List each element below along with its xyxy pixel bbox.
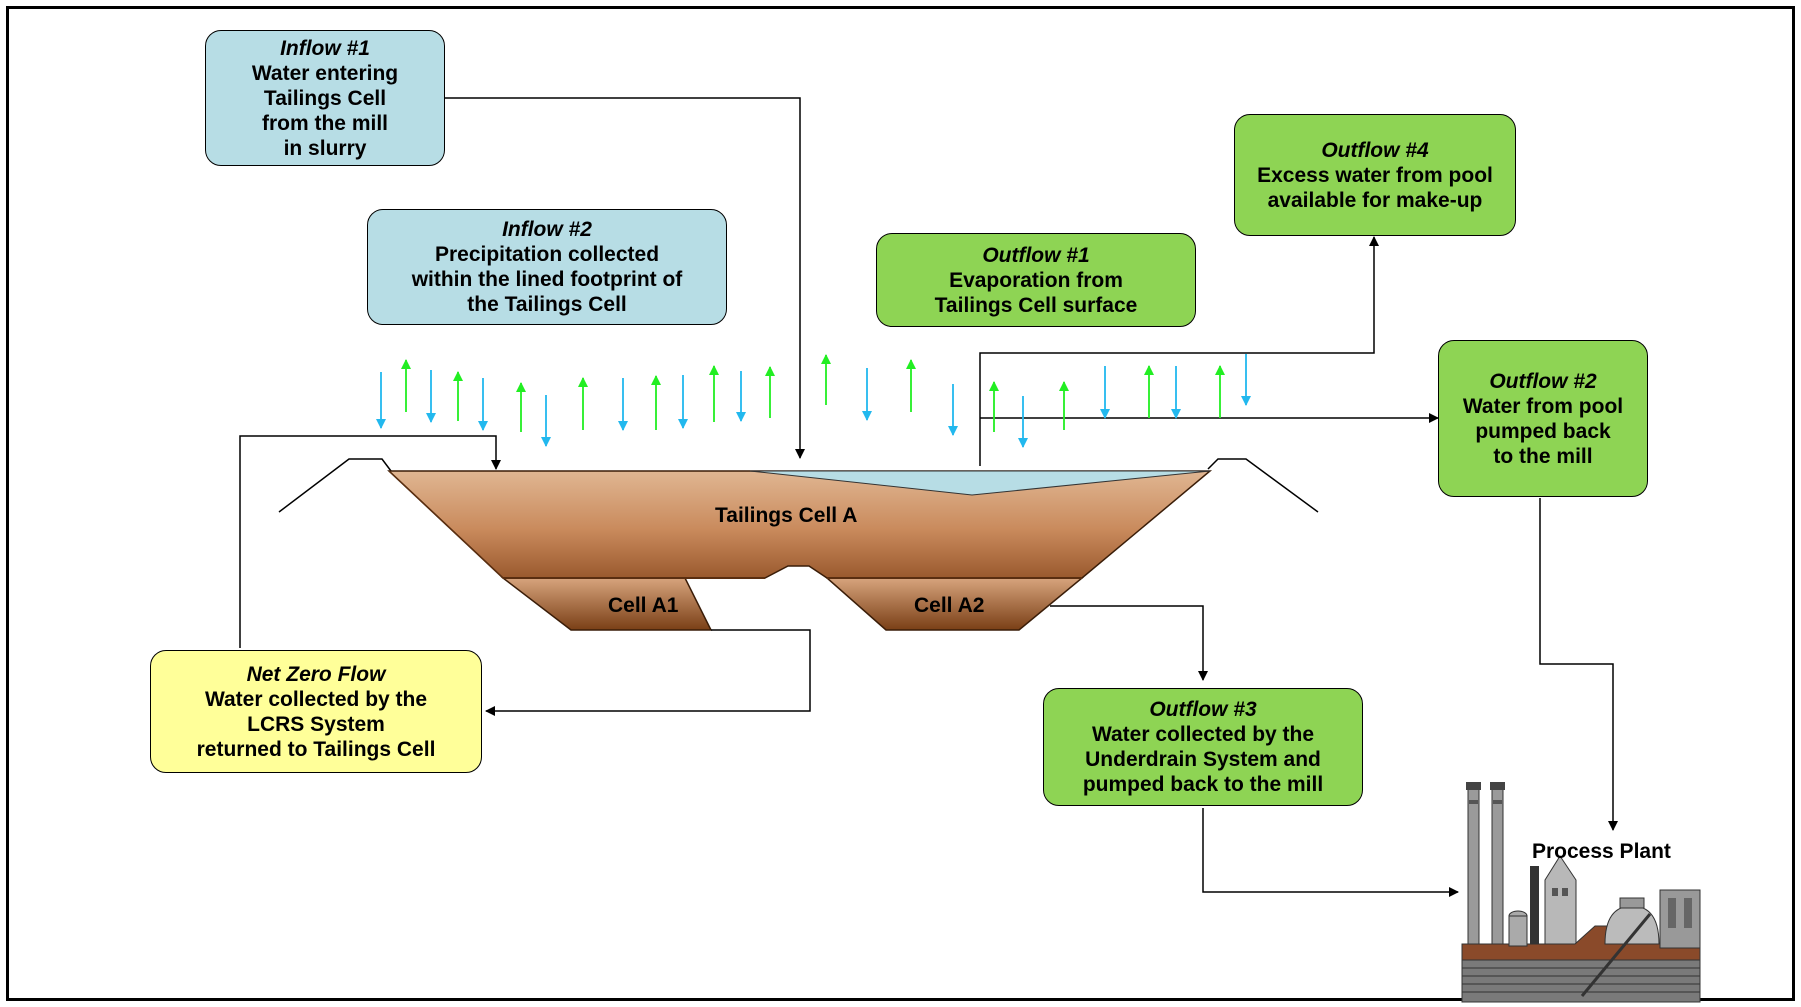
outflow-3-box: Outflow #3 Water collected by the Underd… (1043, 688, 1363, 806)
outflow-4-box: Outflow #4 Excess water from pool availa… (1234, 114, 1516, 236)
cell-a1-shape (500, 577, 713, 631)
net-zero-flow-line: returned to Tailings Cell (196, 737, 436, 761)
outflow-2-box: Outflow #2 Water from pool pumped back t… (1438, 340, 1648, 497)
inflow-2-line: Precipitation collected (434, 243, 660, 266)
outflow-1-title: Outflow #1 (982, 243, 1090, 267)
inflow-1-line: in slurry (283, 136, 367, 160)
tailings-cell-a-label: Tailings Cell A (715, 504, 858, 527)
inflow-2-title: Inflow #2 (502, 218, 592, 241)
outflow-1-line: Tailings Cell surface (934, 293, 1138, 317)
outflow-3-title: Outflow #3 (1149, 698, 1257, 721)
net-zero-flow-box: Net Zero Flow Water collected by the LCR… (150, 650, 482, 773)
net-zero-flow-title: Net Zero Flow (246, 662, 386, 686)
process-plant-label: Process Plant (1532, 840, 1671, 863)
evaporation-arrows (401, 354, 1225, 432)
precipitation-arrows (376, 354, 1251, 448)
inflow-1-line: Tailings Cell (263, 86, 387, 110)
inflow-1-box: Inflow #1 Water entering Tailings Cell f… (205, 30, 445, 166)
pool-water-shape (749, 470, 1211, 496)
net-zero-flow-line: Water collected by the (204, 687, 428, 711)
outflow-2-line: Water from pool (1462, 394, 1624, 418)
cell-a1-label: Cell A1 (608, 594, 679, 617)
inflow-1-line: Water entering (251, 61, 399, 85)
outflow-4-title: Outflow #4 (1321, 138, 1429, 162)
inflow-2-box: Inflow #2 Precipitation collected within… (367, 209, 727, 325)
flow-connectors (239, 97, 1618, 897)
outflow-2-title: Outflow #2 (1489, 369, 1597, 393)
outflow-1-line: Evaporation from (949, 268, 1123, 292)
net-zero-flow-line: LCRS System (247, 712, 385, 736)
inflow-1-line: from the mill (261, 111, 388, 135)
outflow-3-line: Water collected by the (1091, 723, 1315, 746)
outflow-2-line: pumped back (1475, 419, 1611, 443)
outflow-3-line: Underdrain System and (1085, 748, 1321, 771)
process-plant-icon (1461, 782, 1701, 1003)
inflow-1-title: Inflow #1 (280, 36, 370, 60)
outflow-2-line: to the mill (1493, 444, 1593, 468)
embankments (278, 458, 1319, 513)
outflow-1-box: Outflow #1 Evaporation from Tailings Cel… (876, 233, 1196, 327)
outflow-4-line: Excess water from pool (1257, 163, 1493, 187)
inflow-2-line: the Tailings Cell (467, 293, 627, 316)
tailings-cell-a-shape (387, 470, 1213, 579)
cell-a2-label: Cell A2 (914, 594, 985, 617)
outflow-4-line: available for make-up (1267, 188, 1483, 212)
outflow-3-line: pumped back to the mill (1082, 773, 1324, 796)
inflow-2-line: within the lined footprint of (411, 268, 683, 291)
